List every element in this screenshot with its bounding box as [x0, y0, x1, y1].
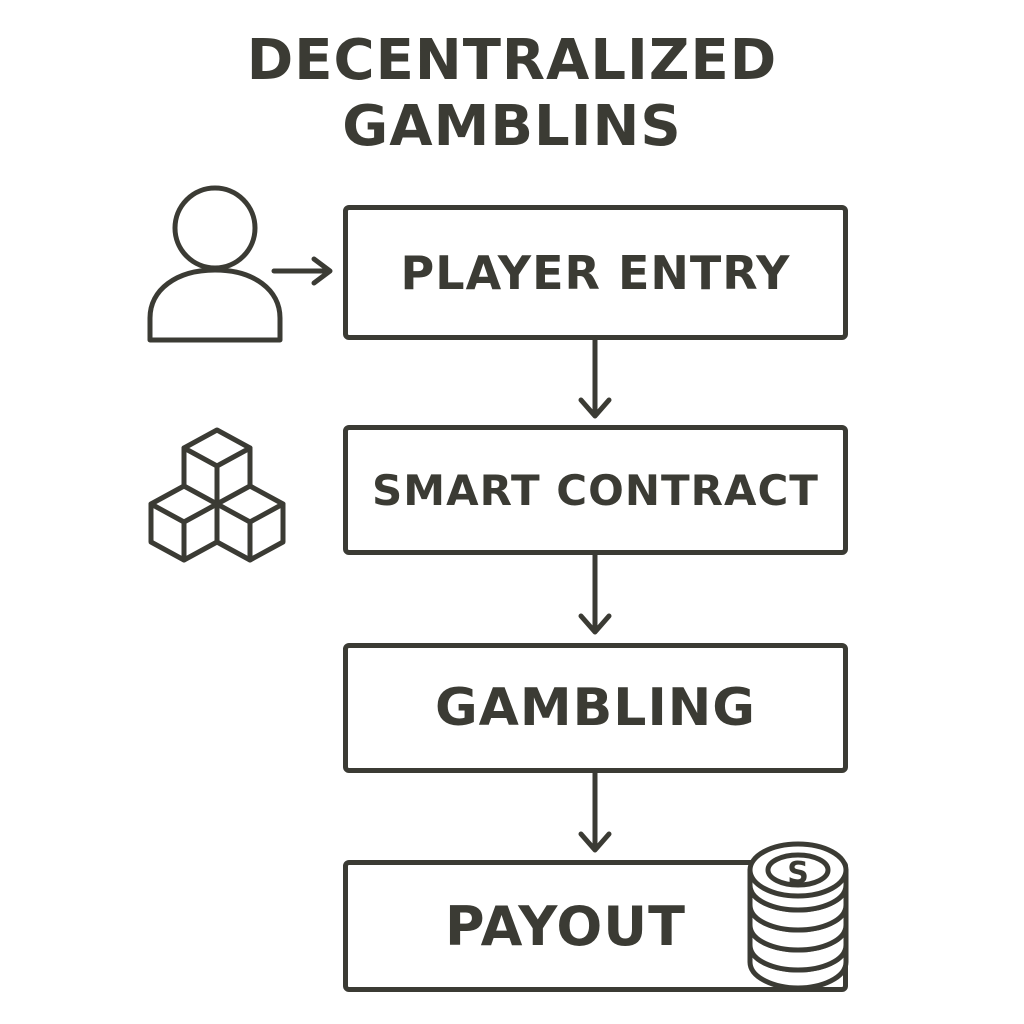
step-label: SMART CONTRACT: [372, 465, 819, 515]
blocks-icon: [148, 427, 286, 563]
step-label: GAMBLING: [435, 678, 756, 738]
diagram-title: DECENTRALIZED GAMBLINS: [0, 28, 1024, 160]
arrow-person-to-entry: [271, 256, 333, 286]
step-payout: PAYOUT: [343, 860, 848, 992]
step-gambling: GAMBLING: [343, 643, 848, 773]
arrow-entry-to-contract: [578, 337, 612, 419]
step-player-entry: PLAYER ENTRY: [343, 205, 848, 340]
step-smart-contract: SMART CONTRACT: [343, 425, 848, 555]
step-label: PAYOUT: [444, 894, 686, 958]
step-label: PLAYER ENTRY: [400, 245, 791, 300]
title-line-2: GAMBLINS: [342, 94, 682, 159]
title-line-1: DECENTRALIZED: [246, 28, 778, 93]
arrow-contract-to-gambling: [578, 552, 612, 635]
person-icon: [147, 185, 283, 343]
arrow-gambling-to-payout: [578, 770, 612, 853]
